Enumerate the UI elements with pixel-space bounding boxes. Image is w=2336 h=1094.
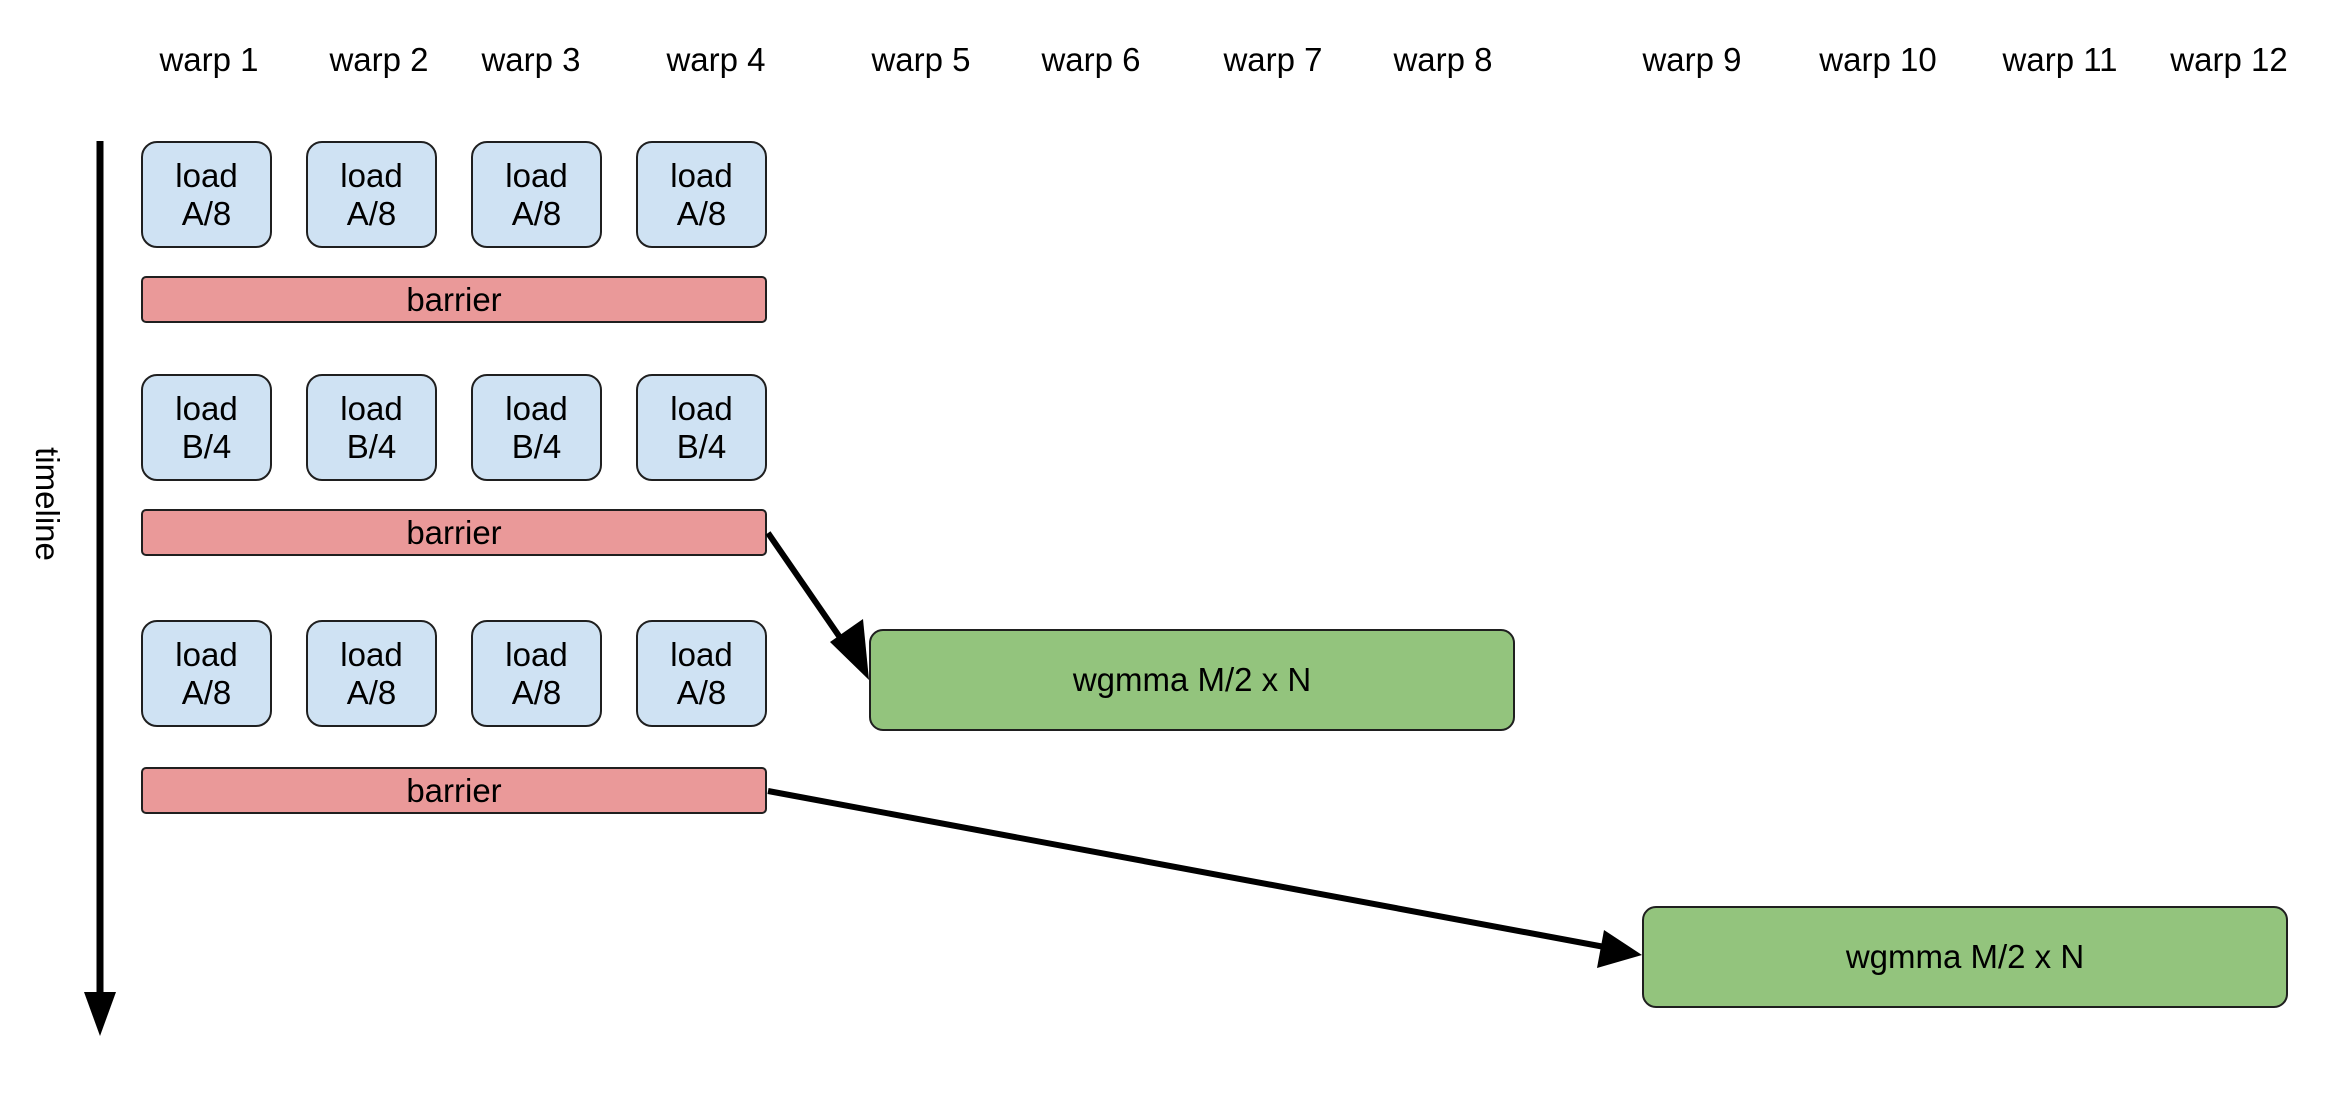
load-operand: A/8 <box>511 194 562 232</box>
load-operand: A/8 <box>511 673 562 711</box>
load-operand: B/4 <box>181 427 232 465</box>
warp-label-8: warp 8 <box>1393 41 1493 78</box>
load-op: load <box>505 635 568 673</box>
load-operand: A/8 <box>181 673 232 711</box>
warp-label-1: warp 1 <box>159 41 259 78</box>
wgmma-box-warps-5-8: wgmma M/2 x N <box>869 629 1515 731</box>
load-op: load <box>175 389 238 427</box>
warp-label-7: warp 7 <box>1223 41 1323 78</box>
load-operand: B/4 <box>346 427 397 465</box>
load-op: load <box>340 156 403 194</box>
barrier-stage2: barrier <box>141 509 767 556</box>
timeline-arrow <box>84 141 116 1036</box>
load-operand: A/8 <box>181 194 232 232</box>
warp-label-4: warp 4 <box>666 41 766 78</box>
barrier-stage1: barrier <box>141 276 767 323</box>
wgmma-box-warps-9-12: wgmma M/2 x N <box>1642 906 2288 1008</box>
warp-label-6: warp 6 <box>1041 41 1141 78</box>
warp-label-11: warp 11 <box>2002 41 2118 78</box>
load-operand: A/8 <box>346 673 397 711</box>
warp-label-5: warp 5 <box>871 41 971 78</box>
load-op: load <box>340 635 403 673</box>
arrow-barrier3-to-wgmma2 <box>767 788 1642 968</box>
barrier-stage3: barrier <box>141 767 767 814</box>
load-op: load <box>175 156 238 194</box>
load-op: load <box>670 635 733 673</box>
load-op: load <box>670 156 733 194</box>
warp-label-10: warp 10 <box>1819 41 1937 78</box>
load-operand: A/8 <box>676 673 727 711</box>
load-op: load <box>175 635 238 673</box>
warp-label-12: warp 12 <box>2170 41 2288 78</box>
load-op: load <box>670 389 733 427</box>
load-operand: B/4 <box>511 427 562 465</box>
load-operand: B/4 <box>676 427 727 465</box>
arrow-barrier2-to-wgmma1 <box>765 531 869 680</box>
load-operand: A/8 <box>346 194 397 232</box>
load-op: load <box>340 389 403 427</box>
warp-label-9: warp 9 <box>1642 41 1742 78</box>
warp-label-3: warp 3 <box>481 41 581 78</box>
warp-label-2: warp 2 <box>329 41 429 78</box>
load-op: load <box>505 156 568 194</box>
load-op: load <box>505 389 568 427</box>
load-operand: A/8 <box>676 194 727 232</box>
